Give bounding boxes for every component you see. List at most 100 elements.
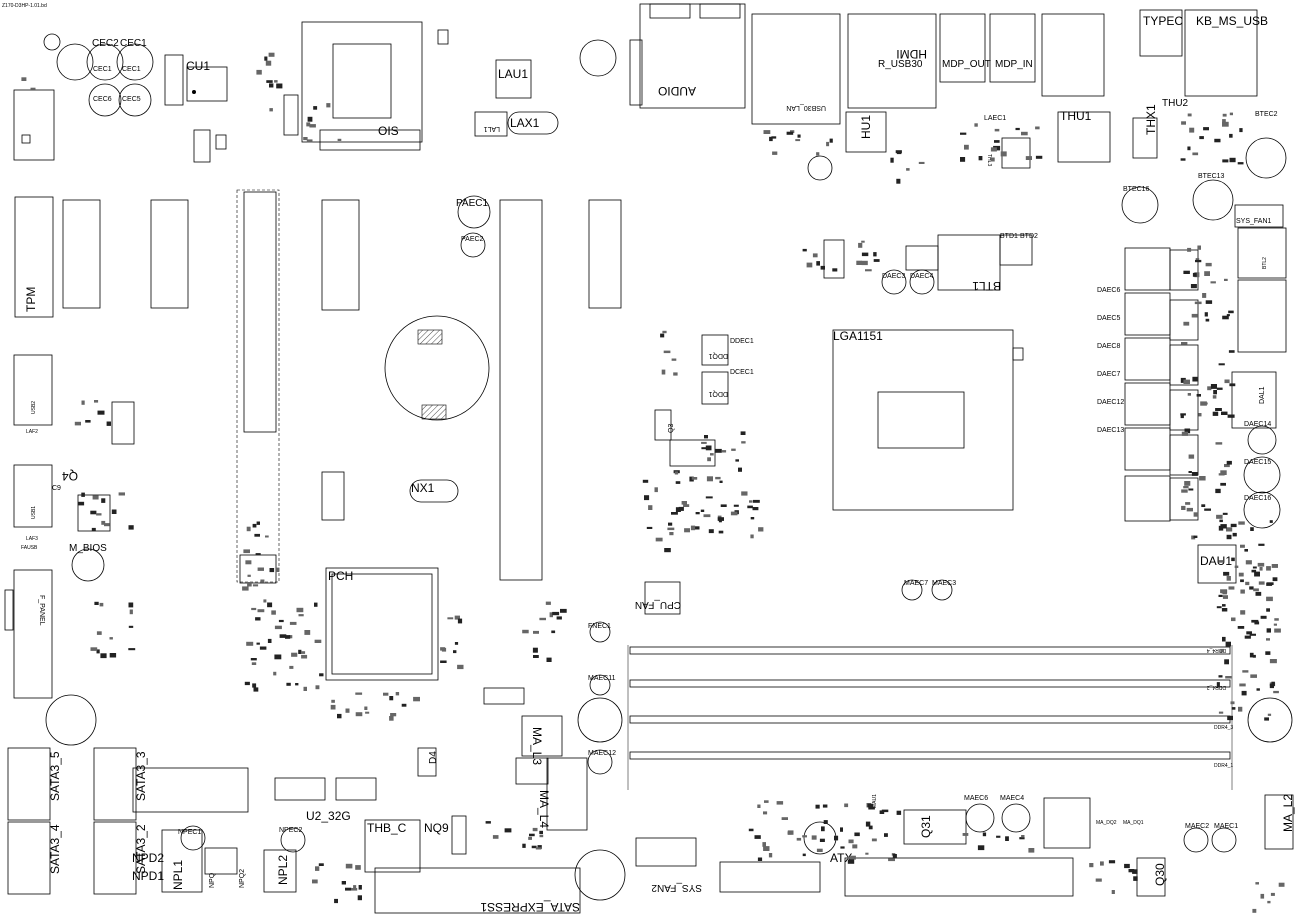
label-laec1: LAEC1	[984, 115, 1006, 122]
label-ddr4-4: DDR4_4	[1207, 647, 1226, 653]
label-pch: PCH	[328, 569, 353, 583]
label-btec16: BTEC16	[1123, 186, 1150, 193]
label-usb2: USB2	[31, 401, 37, 414]
label-ma-l3: MA_L3	[530, 727, 544, 765]
label-ma-dq2: MA_DQ2	[1096, 820, 1117, 826]
rear-io-group	[629, 3, 1258, 125]
label-nq9: NQ9	[424, 821, 449, 835]
label-kb-ms-usb: KB_MS_USB	[1196, 14, 1268, 28]
label-npec1: NPEC1	[178, 829, 201, 836]
label-mdp-in: MDP_IN	[995, 59, 1033, 70]
label-daec15: DAEC15	[1244, 459, 1271, 466]
label-sata-express1: SATA_EXPRESS1	[480, 900, 580, 914]
label-maec2: MAEC2	[1185, 823, 1209, 830]
cpu-fan-area	[644, 439, 716, 615]
label-ois: OIS	[378, 124, 399, 138]
label-maec6: MAEC6	[964, 795, 988, 802]
label-daec16: DAEC16	[1244, 495, 1271, 502]
label-paec1: PAEC1	[456, 198, 488, 209]
label-cpu-fan: CPU_FAN	[635, 599, 681, 610]
label-laf3: LAF3	[26, 536, 38, 542]
label-daec4: DAEC4	[910, 273, 933, 280]
label-cec2: CEC2	[92, 38, 119, 49]
label-mdp-out: MDP_OUT	[942, 59, 991, 70]
label-cu1: CU1	[186, 59, 210, 73]
label-d4: D4	[428, 751, 439, 764]
label-cec4: CEC1	[122, 66, 141, 73]
label-thl3: THL3	[986, 154, 992, 166]
label-ddr4-3: DDR4_3	[1214, 725, 1233, 731]
label-u2-32g: U2_32G	[306, 809, 351, 823]
label-ma-dq1: MA_DQ1	[1123, 820, 1144, 826]
label-fnec1: FNEC1	[588, 623, 611, 630]
label-typec: TYPEC	[1143, 14, 1183, 28]
left-headers	[4, 354, 135, 699]
label-laf2: LAF2	[26, 429, 38, 435]
label-atx: ATX	[830, 851, 852, 865]
label-sys-fan2: SYS_FAN2	[651, 882, 702, 893]
label-npl2: NPL2	[276, 855, 290, 885]
memory-inductors	[483, 687, 588, 831]
bottom-area	[7, 747, 1294, 914]
lan-chip-group	[474, 59, 559, 137]
label-cec1: CEC1	[120, 38, 147, 49]
label-q31: Q31	[919, 815, 933, 838]
label-lau1: LAU1	[498, 67, 528, 81]
label-daec13: DAEC13	[1097, 427, 1124, 434]
label-thx1: THX1	[1144, 104, 1158, 135]
mounting-holes	[45, 39, 1293, 901]
label-dau1: DAU1	[1200, 554, 1232, 568]
label-sata3-3: SATA3_3	[134, 751, 148, 801]
label-audio: AUDIO	[658, 84, 696, 98]
label-m-bios: M_BIOS	[69, 543, 107, 554]
label-cec5: CEC5	[122, 96, 141, 103]
label-q30: Q30	[1153, 863, 1167, 886]
label-sata3-2: SATA3_2	[134, 824, 148, 874]
label-hu1: HU1	[859, 115, 873, 139]
label-ddq2: DDQ1	[708, 390, 728, 397]
label-r-usb30: R_USB30	[878, 59, 923, 70]
label-mau1: MAU1	[872, 794, 878, 808]
label-npl1: NPL1	[171, 860, 185, 890]
label-thb-c: THB_C	[367, 821, 407, 835]
label-ddec2: DCEC1	[730, 369, 754, 376]
label-maec4: MAEC4	[1000, 795, 1024, 802]
label-btec2: BTEC2	[1255, 111, 1278, 118]
label-maec12: MAEC12	[588, 750, 616, 757]
file-name: Z170-D3HP-1.01.bd	[2, 3, 47, 9]
label-btec13: BTEC13	[1198, 173, 1225, 180]
label-daec8: DAEC8	[1097, 343, 1120, 350]
label-sata3-5: SATA3_5	[48, 751, 62, 801]
label-daec7: DAEC7	[1097, 371, 1120, 378]
label-usb30-lan: USB30_LAN	[786, 104, 826, 111]
label-npd2: NPD2	[132, 851, 164, 865]
label-btd1: BTD1	[1000, 233, 1018, 240]
label-npec2: NPEC2	[279, 827, 302, 834]
label-sata3-4: SATA3_4	[48, 824, 62, 874]
label-ddec1: DDEC1	[730, 338, 754, 345]
cec-cap-group	[13, 33, 228, 163]
pcie-slots	[14, 189, 622, 583]
label-cec3: CEC1	[93, 66, 112, 73]
label-paec2: PAEC2	[461, 236, 484, 243]
memory-caps	[587, 579, 953, 775]
label-maec3: MAEC3	[932, 580, 956, 587]
label-npq2: NPQ2	[239, 869, 246, 888]
label-thu2: THU2	[1162, 98, 1189, 109]
label-lal1: LAL1	[484, 125, 500, 132]
label-btd2: BTD2	[1020, 233, 1038, 240]
label-daec6: DAEC6	[1097, 287, 1120, 294]
label-dal1: DAL1	[1259, 386, 1266, 404]
ois-chip	[283, 21, 449, 151]
label-tpm: TPM	[24, 287, 38, 312]
label-ddr4-2: DDR4_2	[1207, 684, 1226, 690]
label-thu1: THU1	[1060, 109, 1092, 123]
label-ma-l4: MA_L4	[537, 790, 551, 828]
label-daec12: DAEC12	[1097, 399, 1124, 406]
cpu-socket-area	[654, 234, 1033, 511]
label-cec6: CEC6	[93, 96, 112, 103]
label-btl1: BTL1	[972, 279, 1001, 293]
label-ma-l2: MA_L2	[1281, 794, 1295, 832]
label-ddr4-1: DDR4_1	[1214, 763, 1233, 769]
